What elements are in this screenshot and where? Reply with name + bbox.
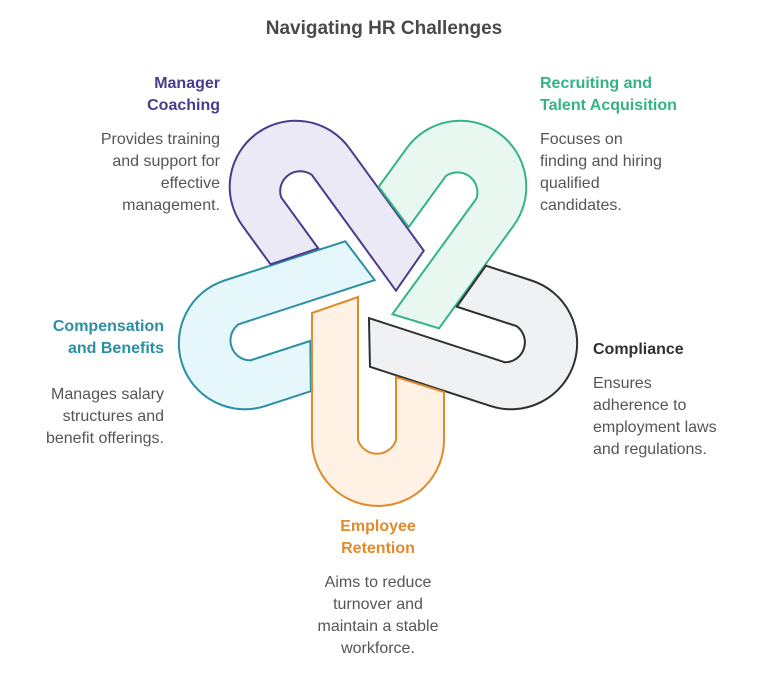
heading-line: Recruiting and <box>540 75 653 92</box>
desc-line: and support for <box>112 153 220 170</box>
block-compensation: Compensation and Benefits Manages salary… <box>0 316 164 450</box>
block-compliance: Compliance Ensures adherence to employme… <box>593 339 763 461</box>
desc-line: structures and <box>62 408 164 425</box>
desc-line: maintain a stable <box>317 618 439 635</box>
desc-line: qualified <box>540 175 600 192</box>
heading-compensation: Compensation and Benefits <box>0 316 164 360</box>
desc-line: and regulations. <box>593 441 707 458</box>
desc-line: management. <box>122 197 220 214</box>
desc-line: turnover and <box>333 596 423 613</box>
heading-line: Compliance <box>593 341 684 358</box>
heading-line: Compensation <box>52 318 164 335</box>
desc-compensation: Manages salary structures and benefit of… <box>0 384 164 450</box>
block-manager-coaching: Manager Coaching Provides training and s… <box>40 73 220 217</box>
desc-line: effective <box>160 175 220 192</box>
desc-line: Aims to reduce <box>324 574 432 591</box>
heading-compliance: Compliance <box>593 339 763 361</box>
desc-recruiting: Focuses on finding and hiring qualified … <box>540 129 740 217</box>
heading-line: Retention <box>341 540 415 557</box>
desc-compliance: Ensures adherence to employment laws and… <box>593 373 763 461</box>
heading-line: Talent Acquisition <box>540 97 677 114</box>
desc-line: candidates. <box>540 197 622 214</box>
desc-manager-coaching: Provides training and support for effect… <box>40 129 220 217</box>
heading-recruiting: Recruiting and Talent Acquisition <box>540 73 740 117</box>
desc-line: finding and hiring <box>540 153 662 170</box>
heading-manager-coaching: Manager Coaching <box>40 73 220 117</box>
heading-employee-retention: Employee Retention <box>278 516 478 560</box>
heading-line: Manager <box>154 75 220 92</box>
desc-line: benefit offerings. <box>45 430 164 447</box>
heading-line: Coaching <box>147 97 220 114</box>
hook-shape <box>160 235 403 428</box>
desc-line: Ensures <box>593 375 652 392</box>
hook-teal-compensation <box>160 235 403 428</box>
desc-line: employment laws <box>593 419 717 436</box>
block-recruiting: Recruiting and Talent Acquisition Focuse… <box>540 73 740 217</box>
diagram-title: Navigating HR Challenges <box>265 18 503 39</box>
heading-line: and Benefits <box>67 340 164 357</box>
block-employee-retention: Employee Retention Aims to reduce turnov… <box>278 516 478 660</box>
desc-line: workforce. <box>341 640 415 657</box>
desc-line: adherence to <box>593 397 687 414</box>
desc-employee-retention: Aims to reduce turnover and maintain a s… <box>278 572 478 660</box>
desc-line: Provides training <box>100 131 220 148</box>
desc-line: Focuses on <box>540 131 623 148</box>
desc-line: Manages salary <box>51 386 164 403</box>
heading-line: Employee <box>340 518 416 535</box>
